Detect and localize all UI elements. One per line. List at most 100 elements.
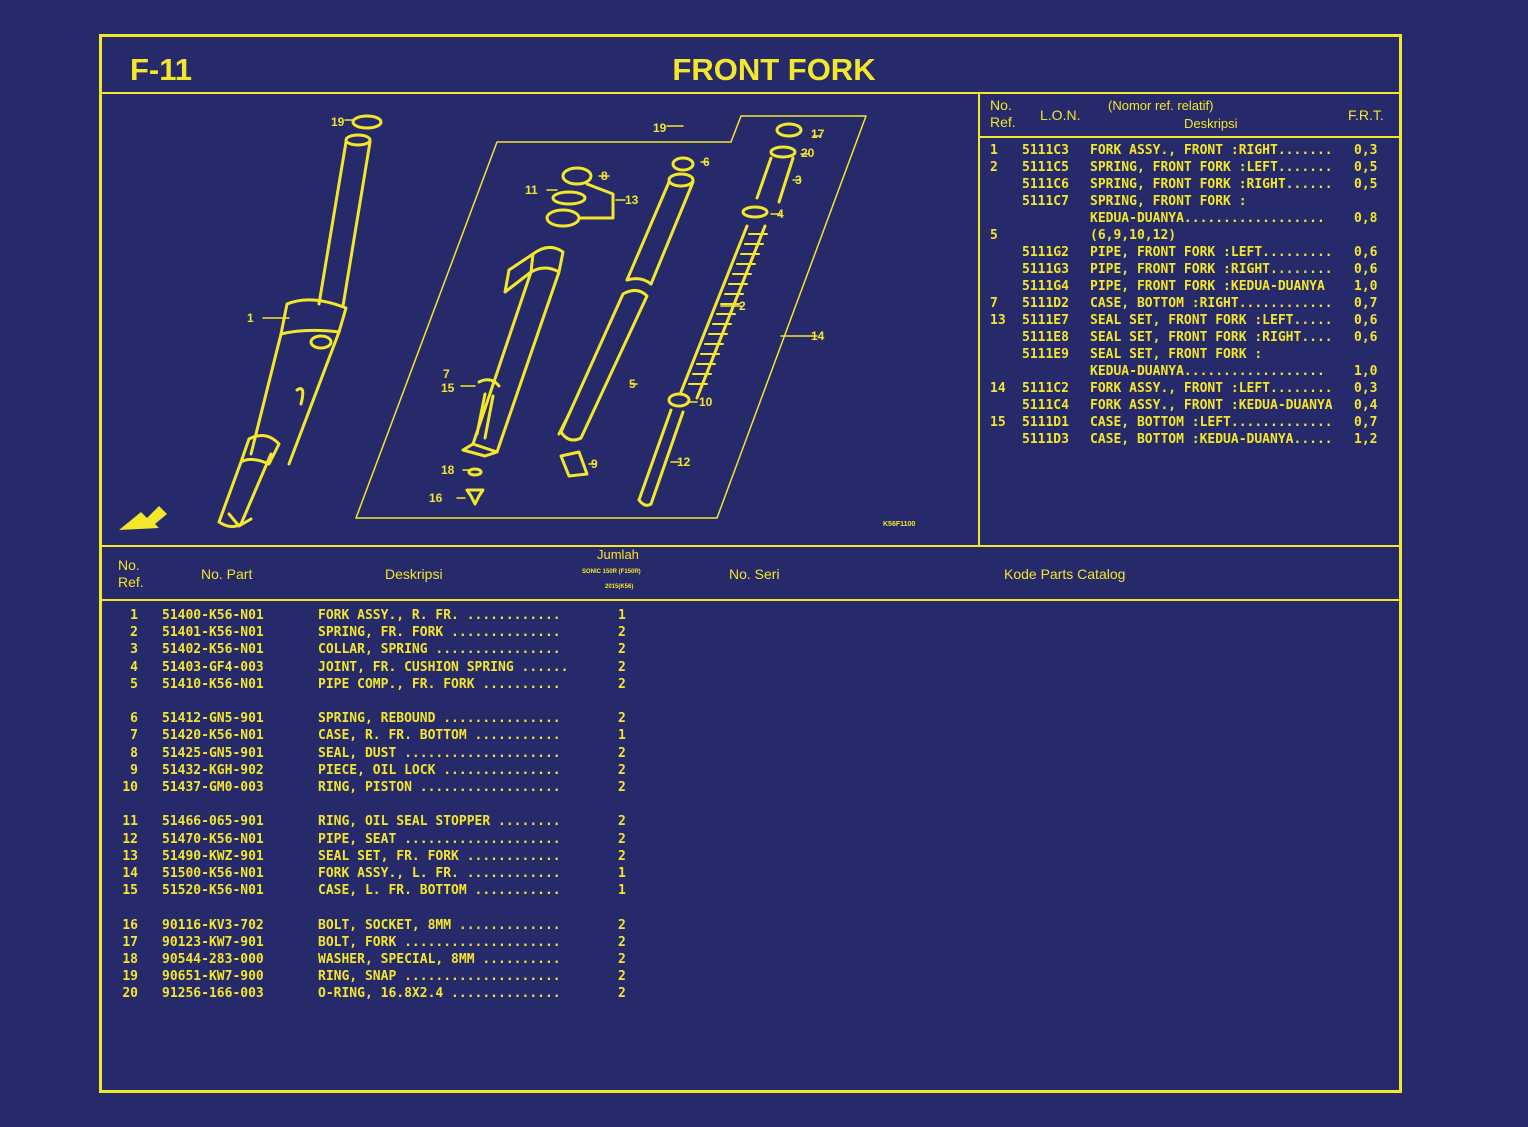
- part-ref-number: 19: [122, 969, 138, 985]
- ref-header-nomor: (Nomor ref. relatif): [1108, 98, 1214, 113]
- part-ref-number: 2: [130, 625, 138, 641]
- part-number: 51425-GN5-901: [162, 745, 264, 761]
- ref-number: 5: [990, 228, 998, 243]
- lon-code: 5111E9: [1022, 347, 1069, 362]
- parts-header-no-ref: No. Ref.: [118, 557, 144, 590]
- part-quantity: 2: [618, 934, 626, 950]
- part-quantity: 1: [618, 866, 626, 881]
- part-ref-number: 16: [122, 917, 138, 933]
- part-description: O-RING, 16.8X2.4 ..............: [318, 986, 561, 1002]
- frt-value: 0,3: [1354, 143, 1378, 158]
- part-ref-number: 18: [122, 952, 138, 967]
- ref-description: PIPE, FRONT FORK :KEDUA-DUANYA: [1090, 279, 1325, 294]
- callout-4: 4: [777, 207, 784, 221]
- fork-assembly-left-drawing: [217, 114, 383, 529]
- ref-description: SPRING, FRONT FORK :: [1090, 194, 1247, 209]
- frt-value: 0,5: [1354, 177, 1378, 192]
- page-code: F-11: [130, 52, 193, 87]
- callout-7: 7: [443, 367, 450, 381]
- part-number: 51437-GM0-003: [162, 780, 264, 795]
- part-quantity: 2: [618, 831, 626, 847]
- callout-14: 14: [811, 329, 825, 343]
- frt-value: 0,7: [1354, 296, 1378, 311]
- callout-3: 3: [795, 173, 802, 187]
- ref-description: CASE, BOTTOM :RIGHT............: [1090, 296, 1333, 311]
- fork-spring-drawing: [637, 122, 803, 507]
- left-fork-dashed-box: [355, 115, 867, 519]
- callout-12: 12: [677, 455, 691, 469]
- ref-table-row: 5111E8 SEAL SET, FRONT FORK :RIGHT.... 0,6: [990, 329, 1390, 346]
- ref-description: PIPE, FRONT FORK :LEFT.........: [1090, 245, 1333, 260]
- part-ref-number: 10: [122, 780, 138, 795]
- frt-value: 0,4: [1354, 398, 1378, 413]
- part-ref-number: 4: [130, 659, 138, 675]
- ref-table-row: KEDUA-DUANYA..................0,8: [990, 210, 1390, 227]
- part-ref-number: 12: [122, 831, 138, 847]
- part-number: 51412-GN5-901: [162, 711, 264, 727]
- lon-code: 5111G4: [1022, 279, 1069, 294]
- part-description: CASE, R. FR. BOTTOM ...........: [318, 728, 561, 744]
- lon-code: 5111E8: [1022, 330, 1069, 345]
- part-quantity: 2: [618, 952, 626, 967]
- callout-8: 8: [601, 169, 608, 183]
- part-ref-number: 5: [130, 676, 138, 692]
- lon-code: 5111E7: [1022, 313, 1069, 328]
- part-description: WASHER, SPECIAL, 8MM ..........: [318, 952, 561, 967]
- parts-header-no-part: No. Part: [201, 566, 253, 582]
- part-number: 51470-K56-N01: [162, 831, 264, 847]
- part-quantity: 2: [618, 676, 626, 692]
- ref-table-row: KEDUA-DUANYA..................1,0: [990, 363, 1390, 380]
- part-description: SEAL, DUST ....................: [318, 745, 561, 761]
- ref-header-lon: L.O.N.: [1040, 107, 1081, 123]
- lon-code: 5111C2: [1022, 381, 1069, 396]
- callout-11: 11: [525, 183, 538, 197]
- part-quantity: 2: [618, 745, 626, 761]
- part-number: 90544-283-000: [162, 952, 264, 967]
- callout-2: 2: [739, 299, 746, 313]
- part-number: 51500-K56-N01: [162, 866, 264, 881]
- part-number: 51402-K56-N01: [162, 642, 264, 658]
- part-number: 51466-065-901: [162, 814, 264, 830]
- parts-header-model: SONIC 150R (F150R): [582, 569, 641, 575]
- parts-header-jumlah: Jumlah: [597, 547, 639, 562]
- part-description: SPRING, REBOUND ...............: [318, 711, 561, 727]
- part-quantity: 2: [618, 711, 626, 727]
- part-ref-number: 9: [130, 762, 138, 778]
- part-ref-number: 13: [122, 848, 138, 864]
- bottom-case-drawing: [461, 246, 565, 458]
- ref-number: 7: [990, 296, 998, 311]
- part-number: 51490-KWZ-901: [162, 848, 264, 864]
- callout-15: 15: [441, 381, 455, 395]
- part-description: BOLT, SOCKET, 8MM .............: [318, 917, 561, 933]
- part-number: 51410-K56-N01: [162, 676, 264, 692]
- parts-header-no-seri: No. Seri: [729, 566, 780, 582]
- fork-pipe-drawing: [557, 156, 695, 478]
- ref-description: SEAL SET, FRONT FORK :RIGHT....: [1090, 330, 1333, 345]
- ref-description: CASE, BOTTOM :LEFT.............: [1090, 415, 1333, 430]
- part-ref-number: 11: [122, 814, 138, 830]
- frt-value: 0,6: [1354, 330, 1378, 345]
- part-quantity: 2: [618, 848, 626, 864]
- part-number: 90116-KV3-702: [162, 917, 264, 933]
- ref-description: FORK ASSY., FRONT :LEFT........: [1090, 381, 1333, 396]
- frt-value: 0,5: [1354, 160, 1378, 175]
- lon-code: 5111C3: [1022, 143, 1069, 158]
- lon-code: 5111C5: [1022, 160, 1069, 175]
- ref-header-divider: [980, 136, 1400, 138]
